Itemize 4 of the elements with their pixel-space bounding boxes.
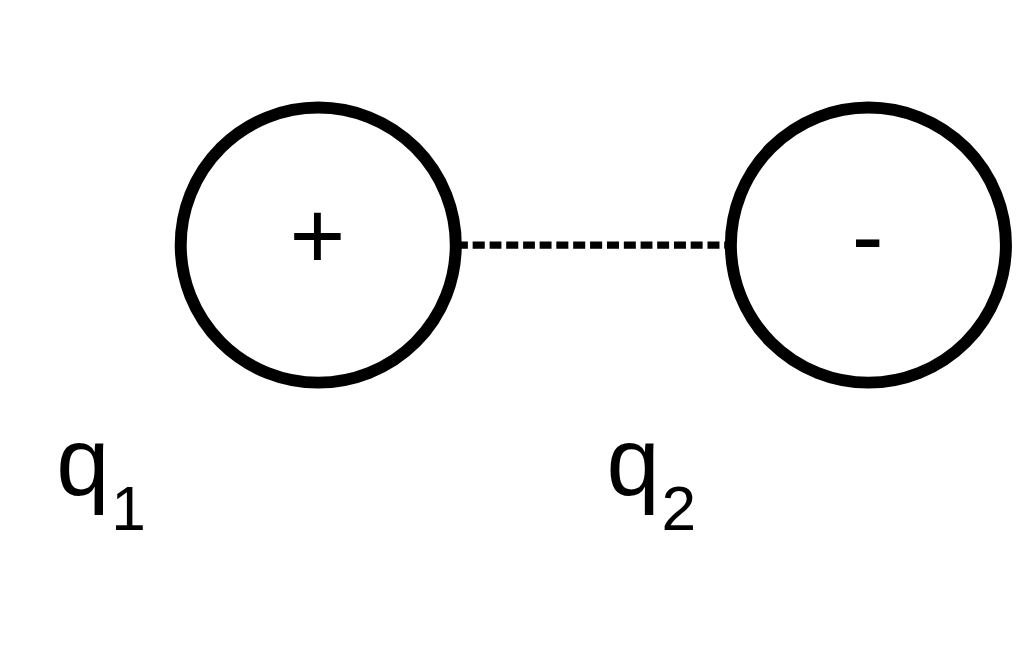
node-label: q$_{1}$ (56, 408, 146, 543)
node-circle: - (724, 101, 1012, 389)
node-label: q$_{2}$ (606, 408, 697, 543)
node-circle: + (174, 101, 462, 389)
